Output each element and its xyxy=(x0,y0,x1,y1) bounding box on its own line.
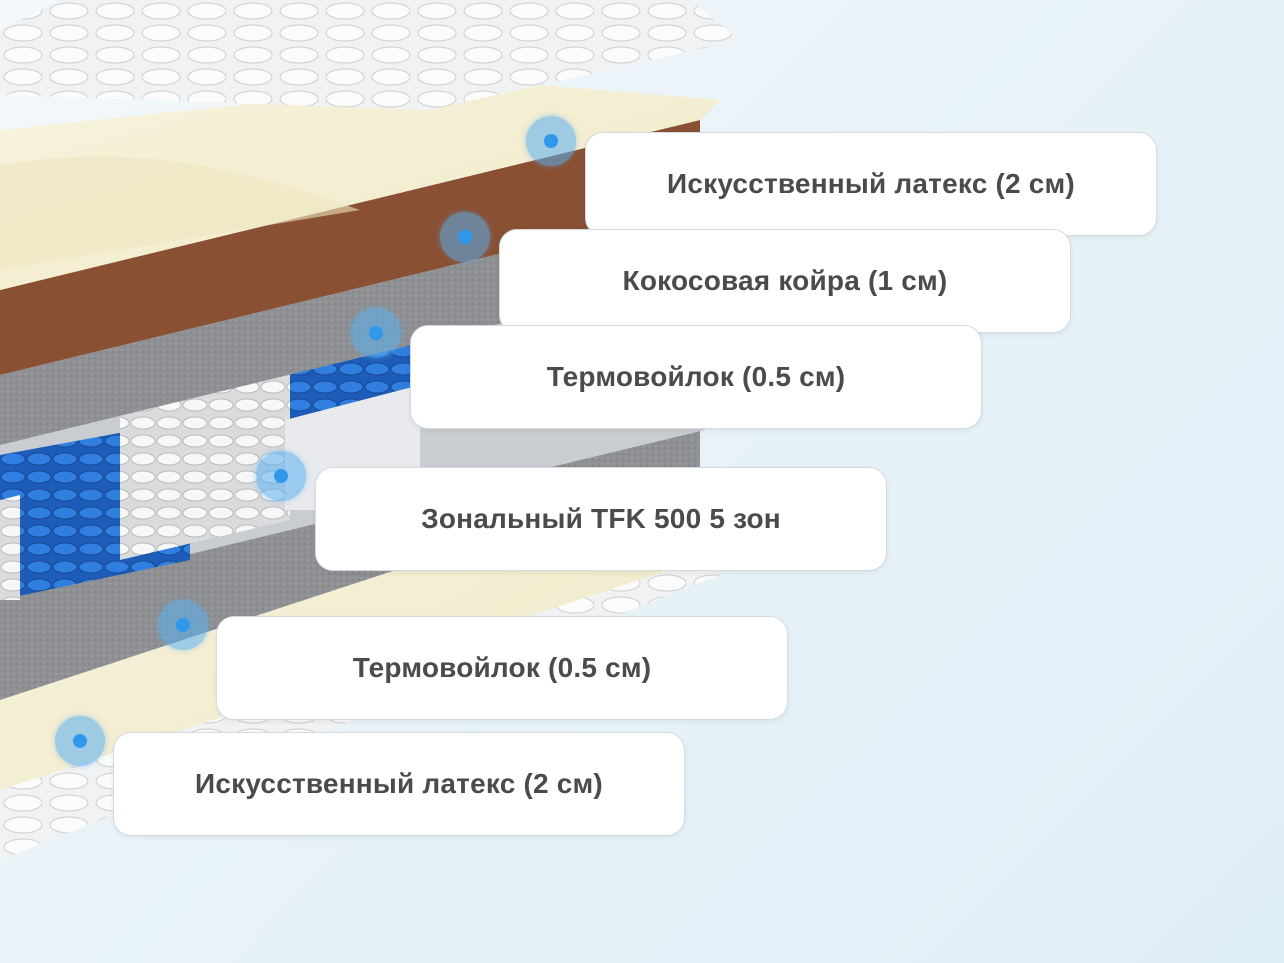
hotspot-marker[interactable] xyxy=(440,212,490,262)
layer-card-latex-bottom: Искусственный латекс (2 см) xyxy=(113,732,685,836)
layer-label: Термовойлок (0.5 см) xyxy=(352,652,652,683)
layer-card-springs: Зональный TFK 500 5 зон xyxy=(315,467,887,571)
hotspot-marker[interactable] xyxy=(55,716,105,766)
hotspot-marker[interactable] xyxy=(256,451,306,501)
layer-label: Зональный TFK 500 5 зон xyxy=(421,503,781,534)
hotspot-marker[interactable] xyxy=(158,600,208,650)
layer-label: Кокосовая койра (1 см) xyxy=(622,265,948,296)
layer-card-felt-top: Термовойлок (0.5 см) xyxy=(410,325,982,429)
spring-zone-white-left xyxy=(0,495,20,600)
layer-card-coir: Кокосовая койра (1 см) xyxy=(499,229,1071,333)
spring-zone-white xyxy=(120,370,290,560)
layer-card-latex-top: Искусственный латекс (2 см) xyxy=(585,132,1157,236)
layer-card-felt-bottom: Термовойлок (0.5 см) xyxy=(216,616,788,720)
layer-label: Термовойлок (0.5 см) xyxy=(546,361,846,392)
layer-label: Искусственный латекс (2 см) xyxy=(195,768,603,799)
hotspot-marker[interactable] xyxy=(351,308,401,358)
top-cover xyxy=(0,0,740,110)
coir-layer xyxy=(0,120,700,375)
layer-label: Искусственный латекс (2 см) xyxy=(667,168,1075,199)
hotspot-marker[interactable] xyxy=(526,116,576,166)
